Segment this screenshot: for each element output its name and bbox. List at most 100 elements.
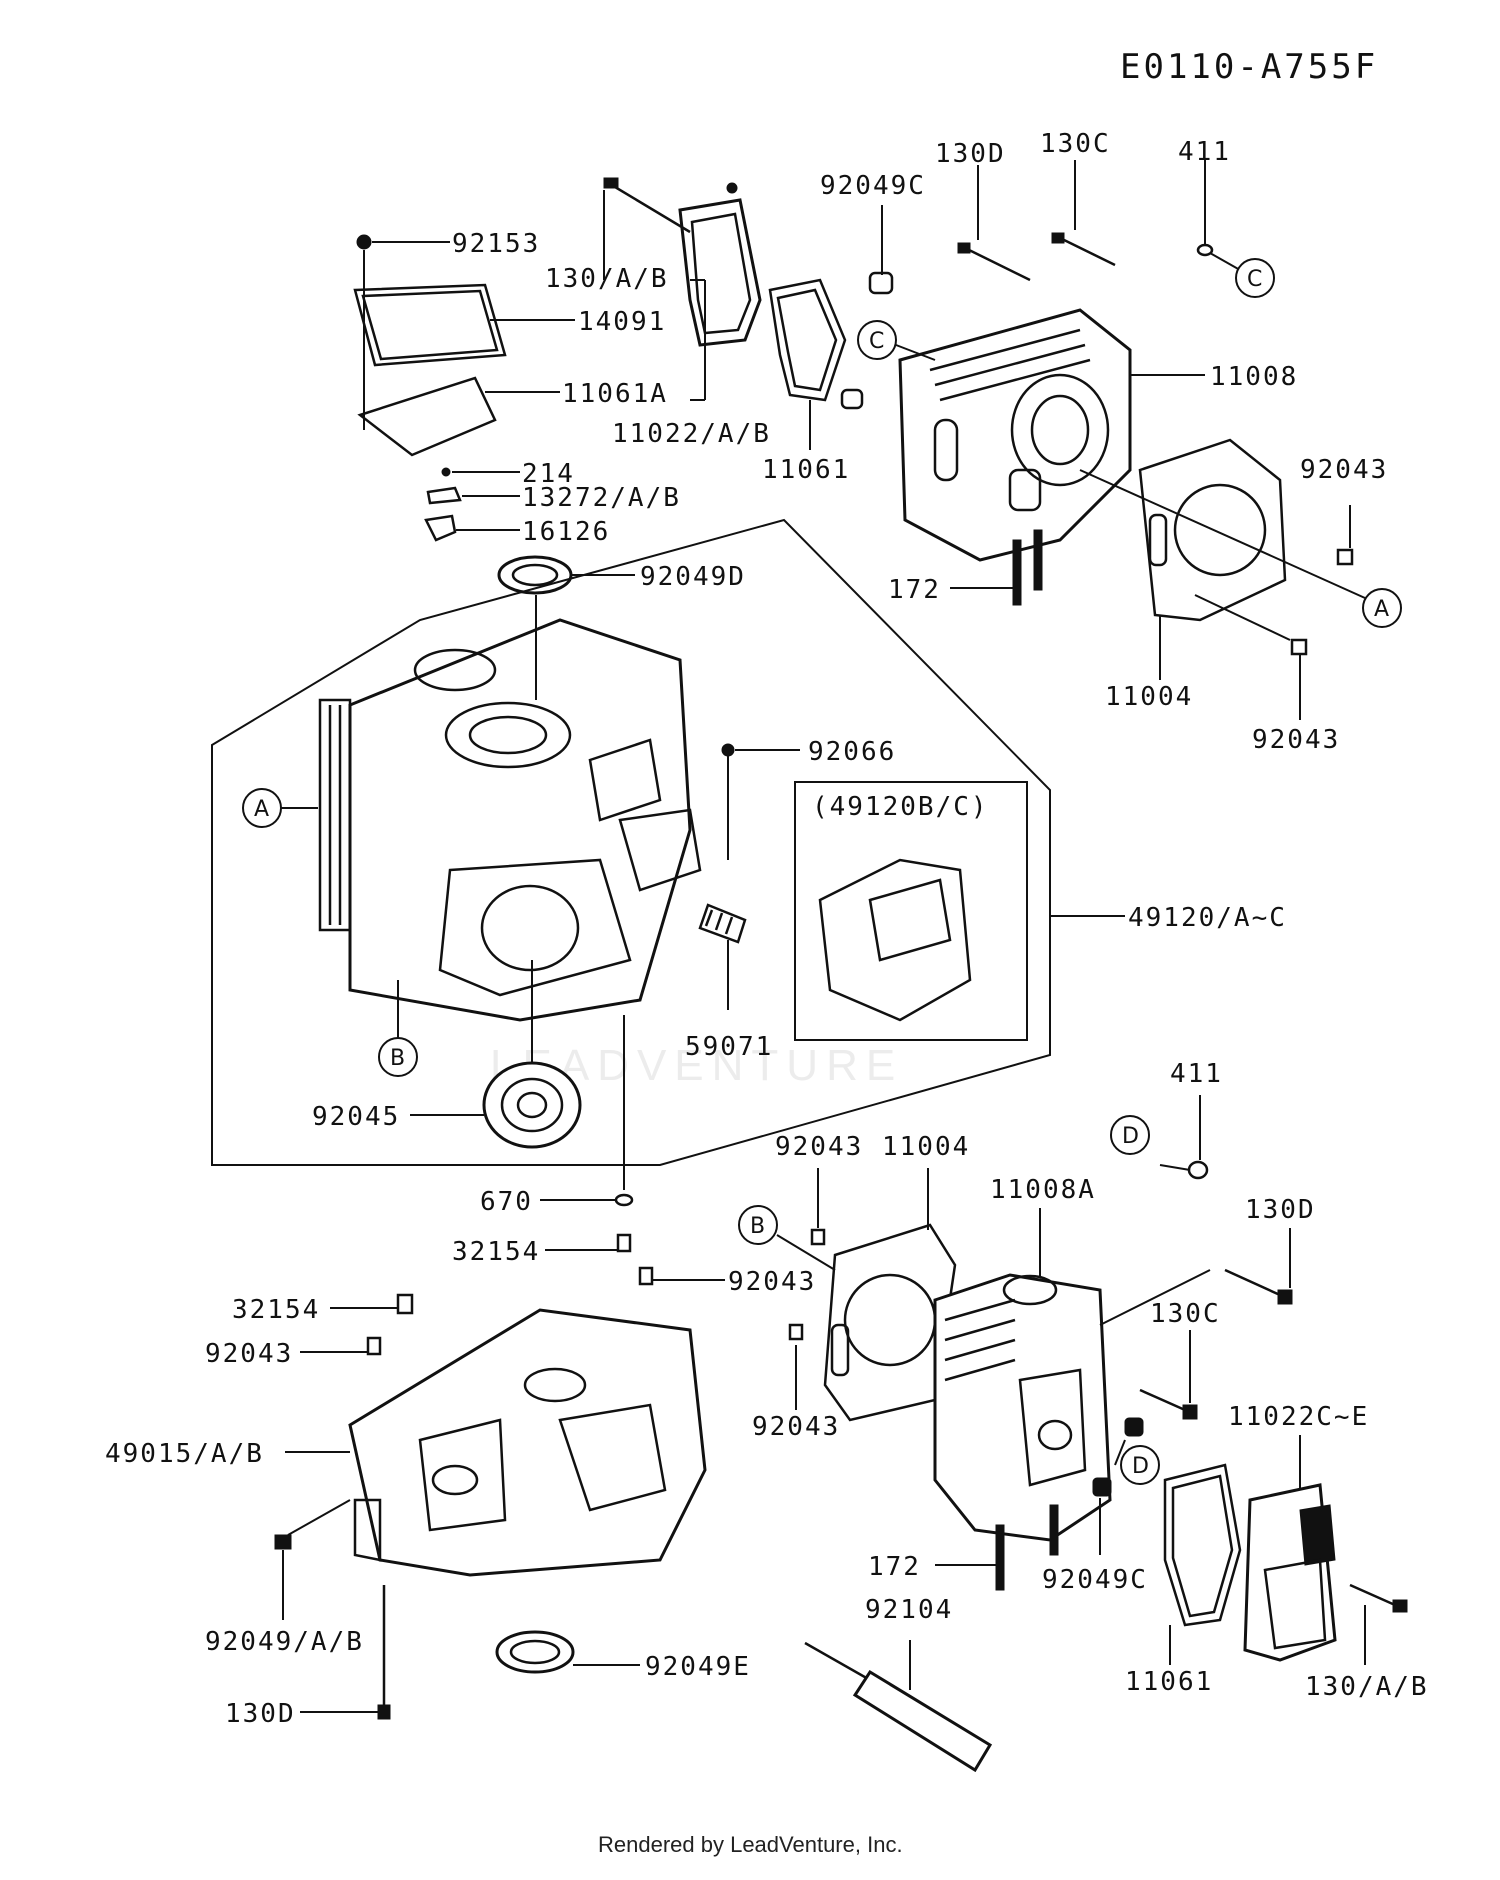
dowel-92043-bot: [788, 1323, 804, 1341]
plate-11061A: [357, 376, 497, 457]
dowel-92043-r2: [1290, 638, 1308, 656]
svg-text:B: B: [390, 1046, 405, 1071]
label-92066: 92066: [808, 737, 896, 767]
label-14091: 14091: [578, 307, 666, 337]
cap-92049AB: [274, 1534, 292, 1550]
dowel-32154-a: [616, 1233, 632, 1253]
callout-C-head: C: [857, 320, 936, 361]
label-49120BC: (49120B/C): [812, 792, 989, 822]
bolt-130AB-top: [603, 177, 691, 234]
label-92043-bot: 92043: [752, 1412, 840, 1442]
sealant-tube-92104: [804, 1641, 993, 1773]
dowel-92043-m2: [638, 1266, 654, 1286]
washer-411-mid: [1187, 1160, 1209, 1180]
label-214: 214: [522, 459, 575, 489]
label-92045: 92045: [312, 1102, 400, 1132]
label-11061-bot: 11061: [1125, 1667, 1213, 1697]
rocker-cover-top: [678, 182, 762, 347]
cap-92049C-bot: [1092, 1417, 1144, 1497]
label-92043-m3: 92043: [205, 1339, 293, 1369]
svg-text:A: A: [254, 797, 269, 822]
footer-credit: Rendered by LeadVenture, Inc.: [598, 1832, 903, 1857]
label-130C-top: 130C: [1040, 129, 1111, 159]
head-gasket-11004-top: [1138, 438, 1287, 622]
label-32154-a: 32154: [452, 1237, 540, 1267]
rocker-cover-bot: [1243, 1483, 1337, 1662]
label-92043-m1: 92043: [775, 1132, 863, 1162]
label-92043-r1: 92043: [1300, 455, 1388, 485]
label-92049C-top: 92049C: [820, 171, 926, 201]
svg-text:C: C: [869, 329, 884, 354]
studs-172-bot: [995, 1504, 1059, 1591]
callout-B-left: B: [378, 980, 418, 1077]
filter-59071: [698, 903, 747, 944]
bolt-130AB-bot: [1349, 1583, 1408, 1613]
label-92049C-bot: 92049C: [1042, 1565, 1148, 1595]
label-49120AC: 49120/A~C: [1128, 903, 1287, 933]
dowel-92043-m3: [366, 1336, 382, 1356]
label-11022AB: 11022/A/B: [612, 419, 771, 449]
label-130AB-top: 130/A/B: [545, 264, 669, 294]
callout-A-right: A: [1362, 588, 1402, 628]
leader-lines: [282, 160, 1366, 1713]
plate-16126: [424, 514, 457, 542]
label-92153: 92153: [452, 229, 540, 259]
label-411-mid: 411: [1170, 1059, 1223, 1089]
dowel-92043-r1: [1336, 548, 1354, 566]
label-172-top: 172: [888, 575, 941, 605]
clip-13272: [426, 486, 462, 505]
label-32154-b: 32154: [232, 1295, 320, 1325]
label-11061-top: 11061: [762, 455, 850, 485]
bolt-130D-mid: [1224, 1268, 1293, 1305]
svg-text:A: A: [1374, 597, 1389, 622]
svg-text:B: B: [750, 1214, 765, 1239]
cover-bolt-92153: [356, 234, 372, 430]
callout-D-head: D: [1120, 1445, 1160, 1485]
diagram-code: E0110-A755F: [1120, 47, 1378, 87]
label-92049AB: 92049/A/B: [205, 1627, 364, 1657]
label-59071: 59071: [685, 1032, 773, 1062]
label-13272AB: 13272/A/B: [522, 483, 681, 513]
dowel-92043-m1: [810, 1228, 826, 1246]
crankcase-cover-49015: [348, 1308, 707, 1577]
bearing-92045: [482, 1061, 582, 1149]
svg-text:D: D: [1132, 1454, 1149, 1479]
label-11061A: 11061A: [562, 379, 668, 409]
seal-92049E: [495, 1630, 575, 1674]
label-130D-bot: 130D: [225, 1699, 296, 1729]
bolt-130D-top: [957, 242, 1031, 282]
label-92043-m2: 92043: [728, 1267, 816, 1297]
label-172-bot: 172: [868, 1552, 921, 1582]
label-670: 670: [480, 1187, 533, 1217]
label-92043-r2: 92043: [1252, 725, 1340, 755]
label-11004-top: 11004: [1105, 682, 1193, 712]
label-130D-top: 130D: [935, 139, 1006, 169]
label-130D-mid: 130D: [1245, 1195, 1316, 1225]
label-92104: 92104: [865, 1595, 953, 1625]
callout-C-top: C: [1235, 258, 1275, 298]
svg-text:C: C: [1247, 267, 1262, 292]
label-130C-bot: 130C: [1150, 1299, 1221, 1329]
cylinder-head-11008: [898, 308, 1132, 562]
crankcase-49120: [211, 518, 1051, 1166]
callout-D-top: D: [1110, 1115, 1150, 1155]
inset-box-49120BC: [794, 781, 1028, 1041]
label-11008: 11008: [1210, 362, 1298, 392]
label-11004-bot: 11004: [882, 1132, 970, 1162]
gasket-11061-top: [768, 278, 847, 402]
gasket-14091: [353, 283, 507, 367]
label-130AB-bot: 130/A/B: [1305, 1672, 1429, 1702]
label-92049E: 92049E: [645, 1652, 751, 1682]
bolt-130D-bot: [377, 1585, 391, 1720]
dowel-32154-b: [396, 1293, 414, 1315]
label-11022CE: 11022C~E: [1228, 1402, 1369, 1432]
label-411-top: 411: [1178, 137, 1231, 167]
label-49015AB: 49015/A/B: [105, 1439, 264, 1469]
bolt-130C-bot: [1139, 1388, 1198, 1420]
screw-214: [441, 467, 451, 477]
label-16126: 16126: [522, 517, 610, 547]
callout-A-left: A: [242, 788, 318, 828]
studs-172-top: [1012, 529, 1043, 606]
svg-text:D: D: [1122, 1124, 1139, 1149]
